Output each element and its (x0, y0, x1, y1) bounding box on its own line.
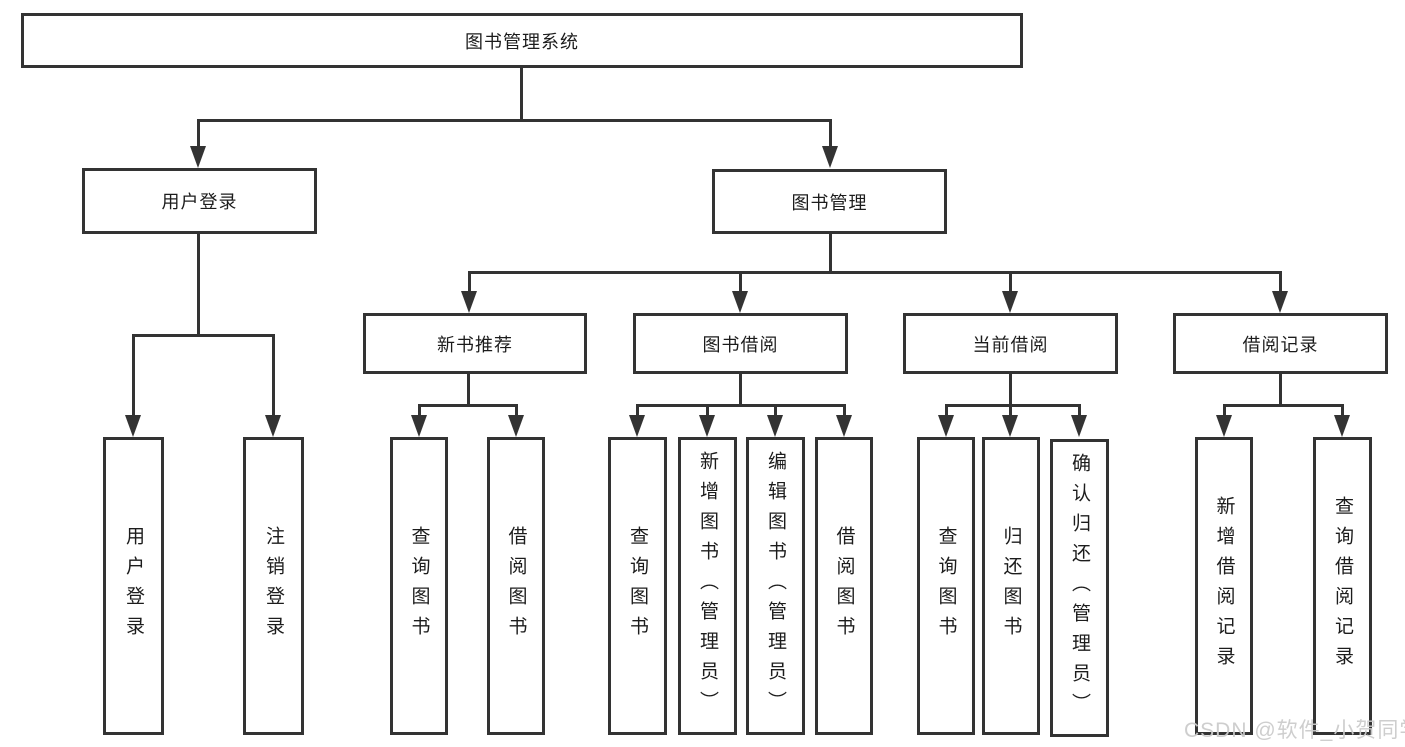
node-leaf-edit-book-admin-label: 编辑图书（管理员） (765, 451, 786, 721)
node-leaf-logout-label: 注销登录 (263, 526, 284, 646)
arrow-down-icon (1334, 415, 1350, 437)
node-user-login-label: 用户登录 (161, 192, 238, 212)
connector-line (467, 374, 470, 405)
connector-line (515, 405, 518, 417)
node-leaf-confirm-return-admin: 确认归还（管理员） (1050, 439, 1109, 737)
connector-line (739, 272, 742, 294)
connector-line (1279, 374, 1282, 405)
connector-line (636, 404, 846, 407)
node-current-borrowing: 当前借阅 (903, 313, 1118, 374)
arrow-down-icon (190, 146, 206, 168)
arrow-down-icon (938, 415, 954, 437)
connector-line (197, 234, 200, 335)
node-leaf-add-borrow-record-label: 新增借阅记录 (1213, 496, 1235, 676)
arrow-down-icon (508, 415, 524, 437)
connector-line (1009, 374, 1012, 405)
node-book-borrowing-label: 图书借阅 (702, 334, 779, 355)
node-leaf-query-books-recommend-label: 查询图书 (408, 526, 430, 646)
node-leaf-borrow-books-label: 借阅图书 (833, 526, 855, 646)
connector-line (418, 404, 518, 407)
node-leaf-query-books-current-label: 查询图书 (935, 526, 957, 646)
node-leaf-query-books-current: 查询图书 (917, 437, 975, 735)
connector-line (1223, 405, 1226, 417)
connector-line (774, 405, 777, 417)
node-leaf-borrow-books-recommend: 借阅图书 (487, 437, 545, 735)
connector-line (1279, 272, 1282, 294)
node-leaf-borrow-books-recommend-label: 借阅图书 (505, 526, 527, 646)
connector-line (1009, 272, 1012, 294)
connector-line (468, 272, 471, 294)
arrow-down-icon (1002, 415, 1018, 437)
node-new-book-recommend-label: 新书推荐 (437, 334, 513, 355)
arrow-down-icon (732, 291, 748, 313)
arrow-down-icon (1002, 291, 1018, 313)
connector-line (843, 405, 846, 417)
node-leaf-query-books-recommend: 查询图书 (390, 437, 448, 735)
node-leaf-return-book-label: 归还图书 (1000, 526, 1022, 646)
node-leaf-confirm-return-admin-label: 确认归还（管理员） (1069, 453, 1090, 723)
connector-line (636, 405, 639, 417)
connector-line (520, 68, 523, 120)
connector-line (468, 271, 1282, 274)
arrow-down-icon (1216, 415, 1232, 437)
connector-line (706, 405, 709, 417)
arrow-down-icon (1272, 291, 1288, 313)
node-book-management-label: 图书管理 (791, 192, 868, 213)
arrow-down-icon (125, 415, 141, 437)
connector-line (197, 119, 832, 122)
node-leaf-user-login-label: 用户登录 (123, 526, 144, 646)
connector-line (1078, 405, 1081, 417)
connector-line (272, 335, 275, 417)
node-leaf-add-book-admin: 新增图书（管理员） (678, 437, 737, 735)
connector-line (132, 335, 135, 417)
node-book-management: 图书管理 (712, 169, 947, 234)
connector-line (1223, 404, 1344, 407)
node-leaf-query-borrow-record: 查询借阅记录 (1313, 437, 1372, 735)
arrow-down-icon (822, 146, 838, 168)
connector-line (418, 405, 421, 417)
node-leaf-user-login: 用户登录 (103, 437, 164, 735)
node-new-book-recommend: 新书推荐 (363, 313, 587, 374)
arrow-down-icon (461, 291, 477, 313)
node-leaf-query-books-borrowing-label: 查询图书 (627, 526, 648, 646)
connector-line (829, 234, 832, 272)
arrow-down-icon (1071, 415, 1087, 437)
node-borrowing-records: 借阅记录 (1173, 313, 1388, 374)
connector-line (197, 120, 200, 148)
node-library-system: 图书管理系统 (21, 13, 1023, 68)
csdn-watermark: CSDN @软件_小贺同学 (1184, 719, 1405, 742)
node-leaf-logout: 注销登录 (243, 437, 304, 735)
node-current-borrowing-label: 当前借阅 (972, 334, 1049, 355)
connector-line (1341, 405, 1344, 417)
node-leaf-edit-book-admin: 编辑图书（管理员） (746, 437, 805, 735)
connector-line (132, 334, 275, 337)
arrow-down-icon (699, 415, 715, 437)
node-leaf-query-borrow-record-label: 查询借阅记录 (1332, 496, 1353, 676)
node-leaf-return-book: 归还图书 (982, 437, 1040, 735)
node-user-login: 用户登录 (82, 168, 317, 234)
node-leaf-add-borrow-record: 新增借阅记录 (1195, 437, 1253, 735)
node-library-system-label: 图书管理系统 (465, 31, 579, 52)
connector-line (739, 374, 742, 405)
arrow-down-icon (629, 415, 645, 437)
arrow-down-icon (411, 415, 427, 437)
connector-line (829, 120, 832, 148)
node-leaf-borrow-books: 借阅图书 (815, 437, 873, 735)
node-leaf-add-book-admin-label: 新增图书（管理员） (697, 451, 718, 721)
node-leaf-query-books-borrowing: 查询图书 (608, 437, 667, 735)
connector-line (945, 405, 948, 417)
node-borrowing-records-label: 借阅记录 (1242, 334, 1319, 355)
arrow-down-icon (836, 415, 852, 437)
node-book-borrowing: 图书借阅 (633, 313, 848, 374)
arrow-down-icon (767, 415, 783, 437)
connector-line (1009, 405, 1012, 417)
arrow-down-icon (265, 415, 281, 437)
connector-line (945, 404, 1081, 407)
